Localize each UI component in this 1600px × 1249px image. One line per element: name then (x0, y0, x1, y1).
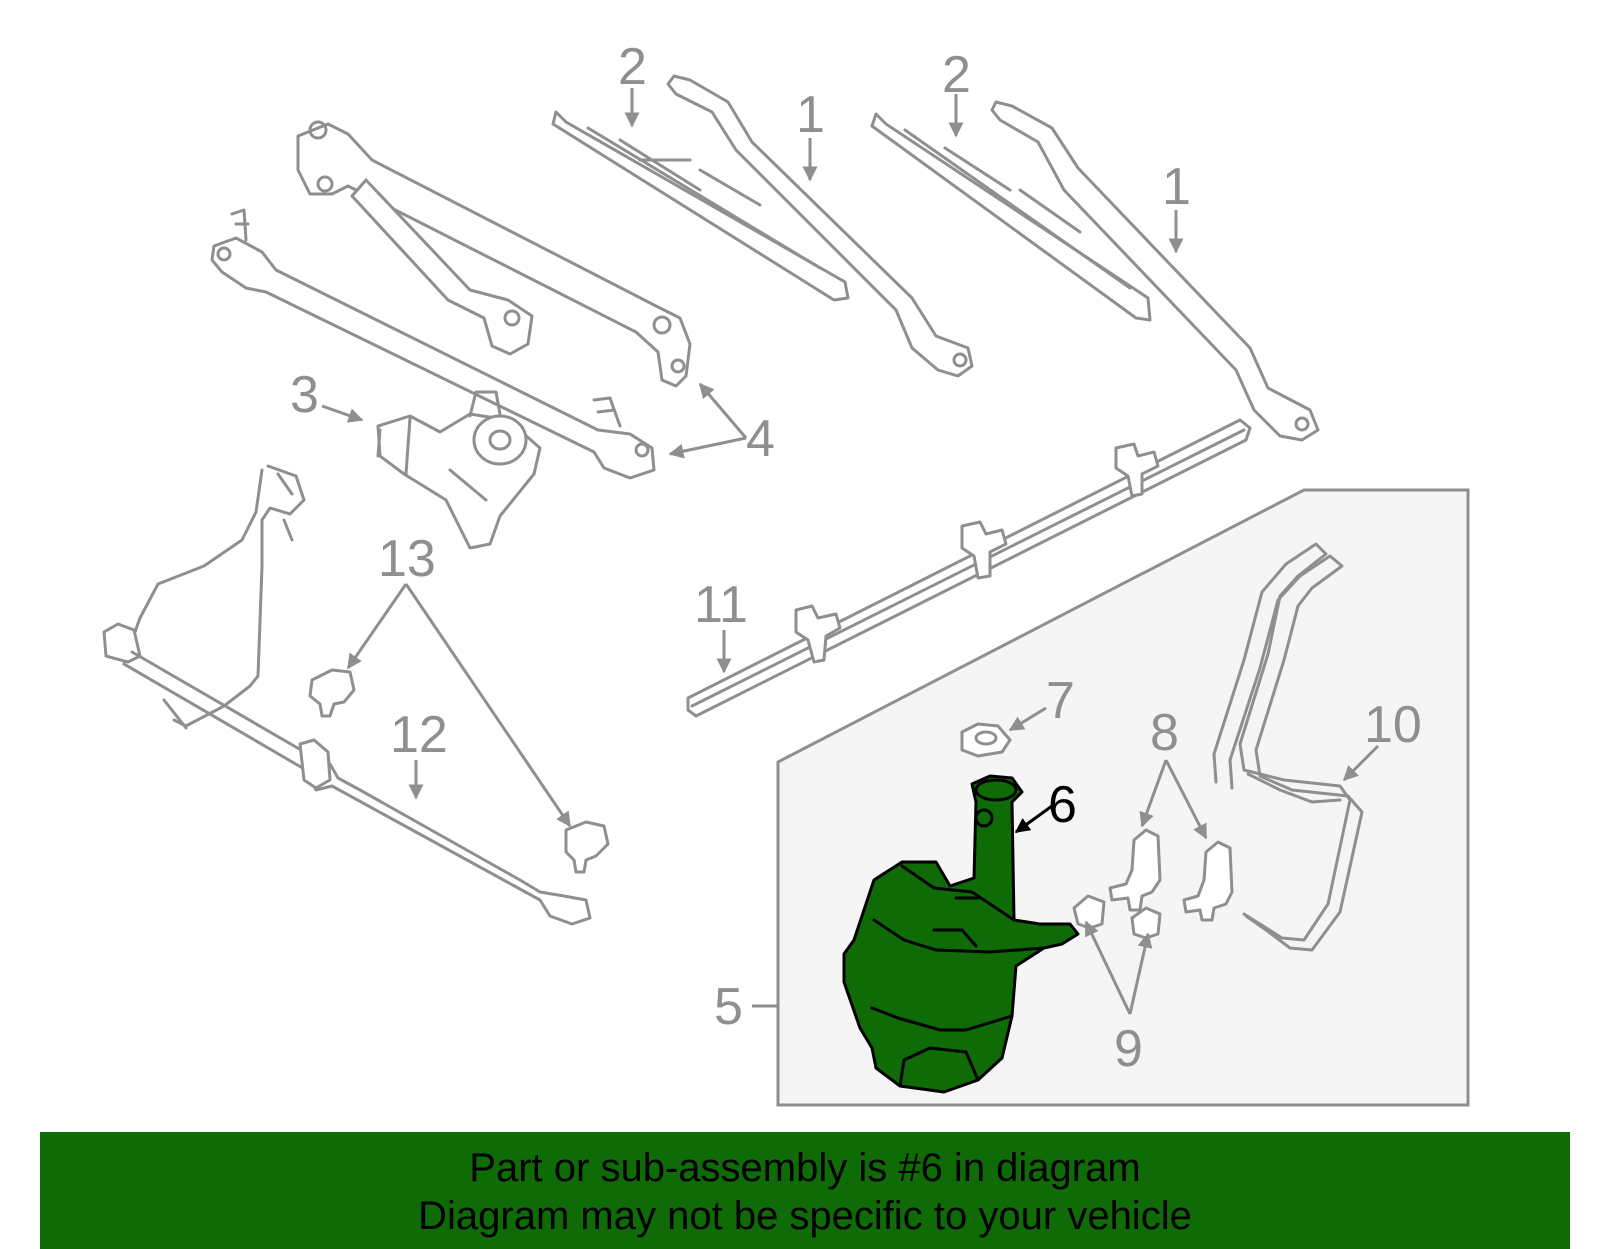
callout-6: 6 (1048, 776, 1077, 834)
callout-4: 4 (746, 410, 775, 468)
washer-hose-10 (1212, 542, 1364, 952)
washer-pump-right (1182, 840, 1234, 922)
callout-11: 11 (694, 576, 748, 634)
wiper-arm-right (990, 100, 1320, 442)
footer-banner: Part or sub-assembly is #6 in diagram Di… (40, 1132, 1570, 1249)
callout-2-left: 2 (618, 38, 647, 96)
callout-3: 3 (290, 366, 319, 424)
washer-nozzle-upper (308, 668, 356, 718)
callout-8: 8 (1150, 704, 1179, 762)
washer-hose-left (102, 464, 592, 926)
callout-2-right: 2 (942, 46, 971, 104)
callout-7: 7 (1046, 672, 1075, 730)
callout-1-left: 1 (796, 86, 825, 144)
wiper-arm-left (666, 74, 974, 378)
grommet-9-right (1130, 906, 1162, 940)
grommet-9-left (1072, 894, 1106, 930)
callout-12: 12 (390, 706, 448, 764)
callout-9: 9 (1114, 1020, 1143, 1078)
footer-line-2: Diagram may not be specific to your vehi… (418, 1194, 1192, 1238)
wiper-motor (376, 390, 542, 550)
callout-13: 13 (378, 530, 436, 588)
wiper-blade-left (551, 110, 850, 302)
washer-hose-11 (686, 418, 1252, 718)
washer-pump-left (1108, 828, 1162, 912)
washer-nozzle-lower (564, 820, 610, 874)
callout-5: 5 (714, 978, 743, 1036)
leader-line-6 (1014, 804, 1053, 834)
callout-10: 10 (1364, 696, 1422, 754)
footer-line-1: Part or sub-assembly is #6 in diagram (469, 1146, 1141, 1190)
washer-reservoir-tank (842, 774, 1080, 1094)
grommet-7 (960, 722, 1012, 758)
wiper-blade-right (870, 112, 1152, 322)
leader-lines (321, 88, 1380, 1015)
callout-1-right: 1 (1162, 158, 1191, 216)
wiper-linkage (210, 120, 692, 480)
